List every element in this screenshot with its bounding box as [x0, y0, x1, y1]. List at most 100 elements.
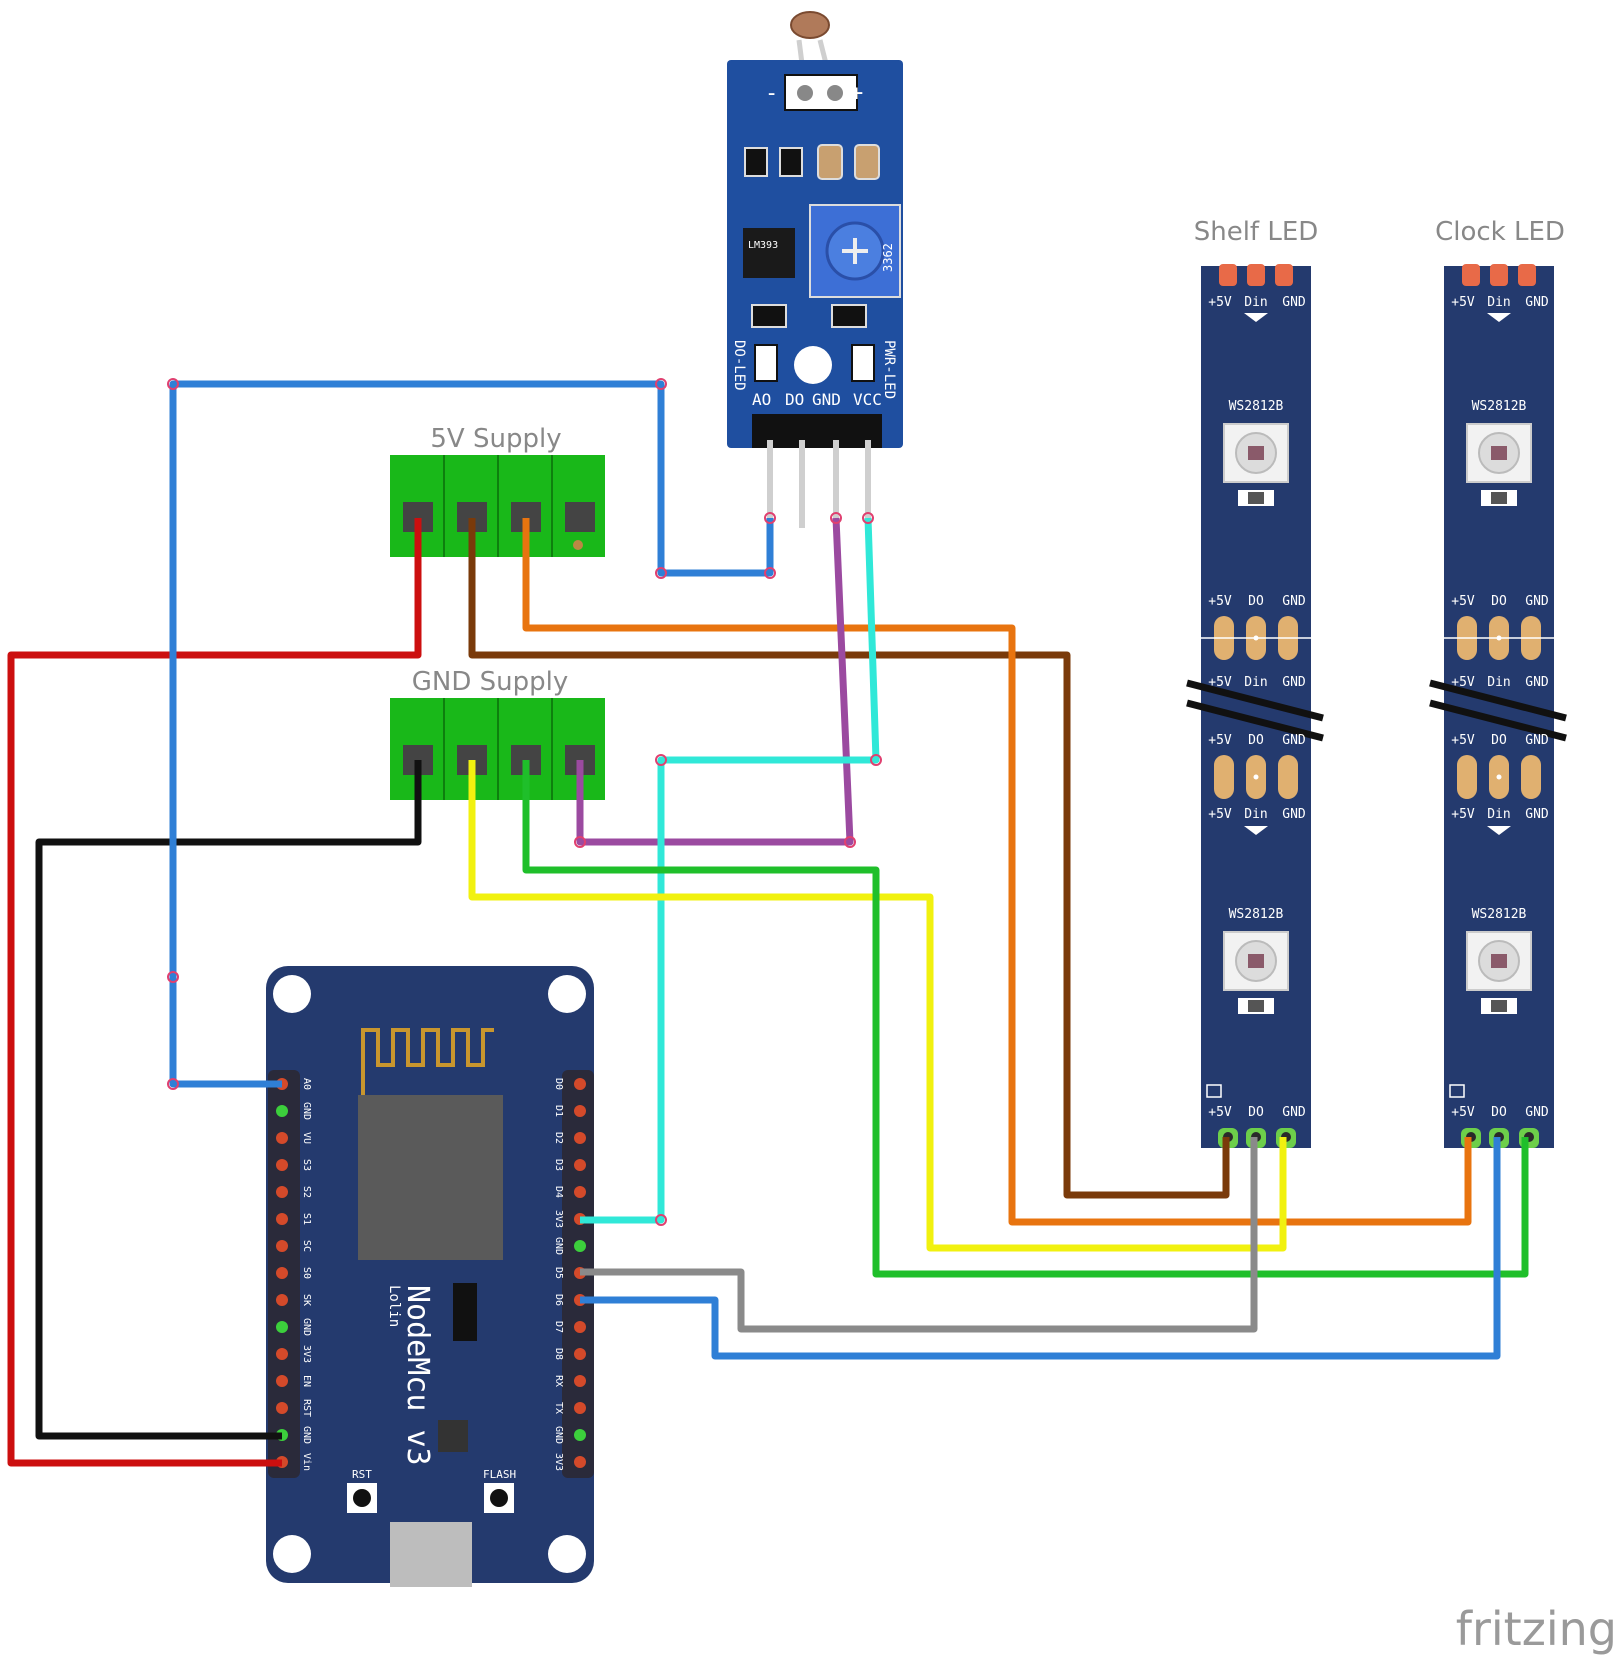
left-pin-label: VU [301, 1132, 312, 1144]
right-pin-label: 3V3 [553, 1210, 564, 1228]
bend-markers [167, 378, 882, 1226]
left-pin-label: GND [301, 1318, 312, 1336]
strip-top-header-label: GND [1525, 295, 1549, 310]
strip-bottom-header-label: DO [1248, 1105, 1264, 1120]
right-pin-pad [574, 1429, 586, 1441]
pwr-led-label: PWR-LED [881, 340, 897, 399]
strip-top-header-label: +5V [1451, 295, 1475, 310]
left-pin-pad [276, 1186, 288, 1198]
wire-gray-d5 [580, 1137, 1258, 1333]
right-pin-label: 3V3 [553, 1453, 564, 1471]
pin-label-gnd: GND [812, 390, 841, 409]
right-pin-pad [574, 1078, 586, 1090]
fritzing-watermark: fritzing [1456, 1602, 1617, 1656]
right-pin-label: D7 [553, 1321, 564, 1333]
left-pin-label: GND [301, 1426, 312, 1444]
nodemcu-name: NodeMcu v3 [400, 1285, 435, 1466]
left-pin-label: GND [301, 1102, 312, 1120]
left-pin-pad [276, 1348, 288, 1360]
left-pin-label: S2 [301, 1186, 312, 1198]
strip-top-header-label: Din [1244, 295, 1267, 310]
strip-cut-pad [1278, 755, 1298, 799]
supply-gnd-label: GND Supply [412, 667, 568, 697]
strip-din-header-label: Din [1487, 807, 1510, 822]
strip-do-header-label: +5V [1451, 733, 1475, 748]
left-pin-label: S1 [301, 1213, 312, 1225]
left-pin-label: S3 [301, 1159, 312, 1171]
right-pin-pad [574, 1132, 586, 1144]
strip-top-header-label: Din [1487, 295, 1510, 310]
strip-din-header-label: GND [1282, 807, 1306, 822]
strip-cut-pad [1214, 755, 1234, 799]
direction-arrow-icon [1487, 313, 1511, 322]
strip-do-header-label: GND [1282, 594, 1306, 609]
strip-top-header-label: +5V [1208, 295, 1232, 310]
wires [7, 380, 1529, 1467]
strip-do-header-label: GND [1525, 733, 1549, 748]
usb-port [390, 1522, 472, 1587]
light-sensor-module: - + LM393 3362 DO-LED PWR-LED AO DO GND … [727, 11, 903, 528]
led-chip-label: WS2812B [1229, 907, 1284, 922]
left-pin-pad [276, 1132, 288, 1144]
pin-label-ao: AO [752, 390, 771, 409]
cut-mark [1186, 679, 1324, 722]
right-pin-pad [574, 1348, 586, 1360]
left-pin-label: S0 [301, 1267, 312, 1279]
strip-do-header-label: GND [1282, 733, 1306, 748]
right-pin-label: D5 [553, 1267, 564, 1279]
strip-din-header-label: +5V [1451, 675, 1475, 690]
strip-din-header-label: Din [1487, 675, 1510, 690]
strip-do-header-label: +5V [1208, 733, 1232, 748]
strip-cut-pad [1457, 755, 1477, 799]
strip-din-header-label: +5V [1208, 807, 1232, 822]
right-pin-label: D2 [553, 1132, 564, 1144]
left-pin-pad [276, 1321, 288, 1333]
supply-5v-block: 5V Supply [390, 424, 605, 557]
strip-top-pad [1462, 264, 1480, 286]
cut-mark [1186, 699, 1324, 742]
nodemcu-brand: Lolin [386, 1285, 402, 1327]
right-pin-pad [574, 1402, 586, 1414]
strip-cut-pad [1521, 755, 1541, 799]
led-chip-label: WS2812B [1229, 399, 1284, 414]
strip-do-header-label: +5V [1451, 594, 1475, 609]
wire-brown-shelf-5v [468, 518, 1230, 1199]
wire-purple-sensor-gnd [576, 517, 854, 846]
wire-yellow-shelf-gnd [468, 760, 1287, 1252]
strip-top-pad [1247, 264, 1265, 286]
right-pin-pad [574, 1240, 586, 1252]
left-pin-pad [276, 1213, 288, 1225]
right-pin-label: TX [553, 1402, 564, 1414]
supply-gnd-block: GND Supply [390, 667, 605, 800]
pin-label-do: DO [785, 390, 804, 409]
wire-red-vin [7, 518, 422, 1467]
right-pin-label: D6 [553, 1294, 564, 1306]
do-led-label: DO-LED [731, 340, 747, 391]
left-pin-pad [276, 1267, 288, 1279]
right-pin-pad [574, 1186, 586, 1198]
strip-bottom-header-label: +5V [1451, 1105, 1475, 1120]
strip-bottom-header-label: GND [1282, 1105, 1306, 1120]
left-pin-label: Vin [301, 1453, 312, 1471]
left-pin-pad [276, 1375, 288, 1387]
esp-module-shield [358, 1095, 503, 1260]
right-pin-label: D3 [553, 1159, 564, 1171]
direction-arrow-icon [1244, 313, 1268, 322]
right-pin-label: GND [553, 1426, 564, 1444]
strip-bottom-header-label: GND [1525, 1105, 1549, 1120]
cut-mark [1429, 699, 1567, 742]
direction-arrow-icon [1487, 826, 1511, 835]
sensor-minus-label: - [765, 81, 778, 106]
right-pin-label: GND [553, 1237, 564, 1255]
strip-top-pad [1518, 264, 1536, 286]
right-pin-label: D1 [553, 1105, 564, 1117]
led-chip-label: WS2812B [1472, 907, 1527, 922]
strip-do-header-label: DO [1248, 594, 1264, 609]
rst-label: RST [352, 1468, 372, 1481]
right-pin-pad [574, 1456, 586, 1468]
strip-bottom-header-label: DO [1491, 1105, 1507, 1120]
